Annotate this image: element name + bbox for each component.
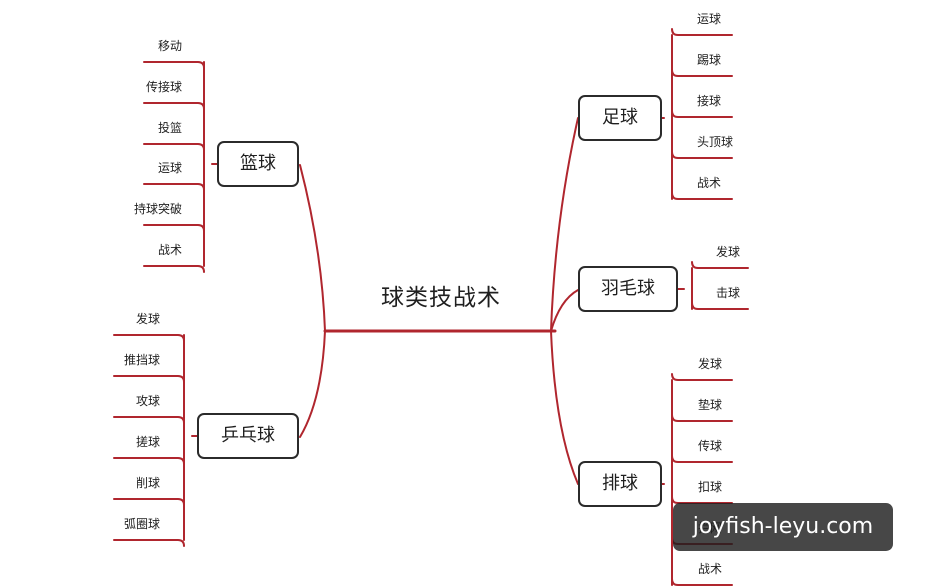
basketball-leaf-3 [143,143,205,151]
branch-pingpong: 乒乓球 [197,413,299,459]
basketball-leaf-2 [143,102,205,110]
pingpong-leaf-1 [113,334,185,342]
basketball-leaf-6 [143,265,205,273]
leaf-pingpong-4: 搓球 [135,435,160,449]
leaf-football-5: 战术 [697,176,722,190]
leaf-football-4: 头顶球 [697,135,734,149]
pingpong-leaf-5 [113,498,185,506]
connector-root-badminton [550,289,579,332]
volleyball-leaf-6 [671,578,733,586]
connector-root-volleyball [550,330,579,485]
leaf-basketball-4: 运球 [157,161,182,175]
football-leaf-1 [671,28,733,36]
leaf-basketball-5: 持球突破 [133,202,182,216]
leaf-pingpong-1: 发球 [135,312,160,326]
pingpong-leaf-6 [113,539,185,547]
branch-basketball: 篮球 [217,141,299,187]
volleyball-leaf-1 [671,373,733,381]
root-node: 球类技战术 [381,285,501,311]
football-leaf-3 [671,110,733,118]
leaf-volleyball-4: 扣球 [698,480,723,494]
leaf-basketball-1: 移动 [157,39,182,53]
leaf-volleyball-3: 传球 [698,439,723,453]
basketball-leaf-4 [143,183,205,191]
football-leaf-2 [671,69,733,77]
football-leaf-4 [671,151,733,159]
leaf-badminton-1: 发球 [716,245,741,259]
volleyball-leaf-2 [671,414,733,422]
branch-volleyball: 排球 [578,461,662,507]
leaf-basketball-3: 投篮 [157,121,182,135]
leaf-pingpong-2: 推挡球 [123,353,160,367]
leaf-volleyball-1: 发球 [698,357,723,371]
pingpong-leaf-2 [113,375,185,383]
leaf-pingpong-6: 弧圈球 [123,517,160,531]
leaf-football-3: 接球 [697,94,722,108]
leaf-football-1: 运球 [697,12,722,26]
connector-root-basketball [299,164,326,332]
pingpong-leaf-3 [113,416,185,424]
connector-root-pingpong [299,330,326,438]
branch-badminton: 羽毛球 [578,266,678,312]
basketball-leaf-1 [143,61,205,69]
leaf-volleyball-2: 垫球 [698,398,723,412]
badminton-leaf-2 [691,302,749,310]
watermark-label: joyfish-leyu.com [673,503,893,551]
leaf-volleyball-6: 战术 [698,562,723,576]
leaf-basketball-6: 战术 [157,243,182,257]
leaf-pingpong-3: 攻球 [135,394,160,408]
leaf-football-2: 踢球 [697,53,722,67]
football-leaf-5 [671,192,733,200]
volleyball-leaf-3 [671,455,733,463]
pingpong-leaf-4 [113,457,185,465]
leaf-basketball-2: 传接球 [145,80,182,94]
branch-football: 足球 [578,95,662,141]
leaf-pingpong-5: 削球 [135,476,160,490]
leaf-badminton-2: 击球 [716,286,741,300]
badminton-leaf-1 [691,261,749,269]
connector-root-football [550,117,579,332]
volleyball-leaf-4 [671,496,733,504]
basketball-leaf-5 [143,224,205,232]
